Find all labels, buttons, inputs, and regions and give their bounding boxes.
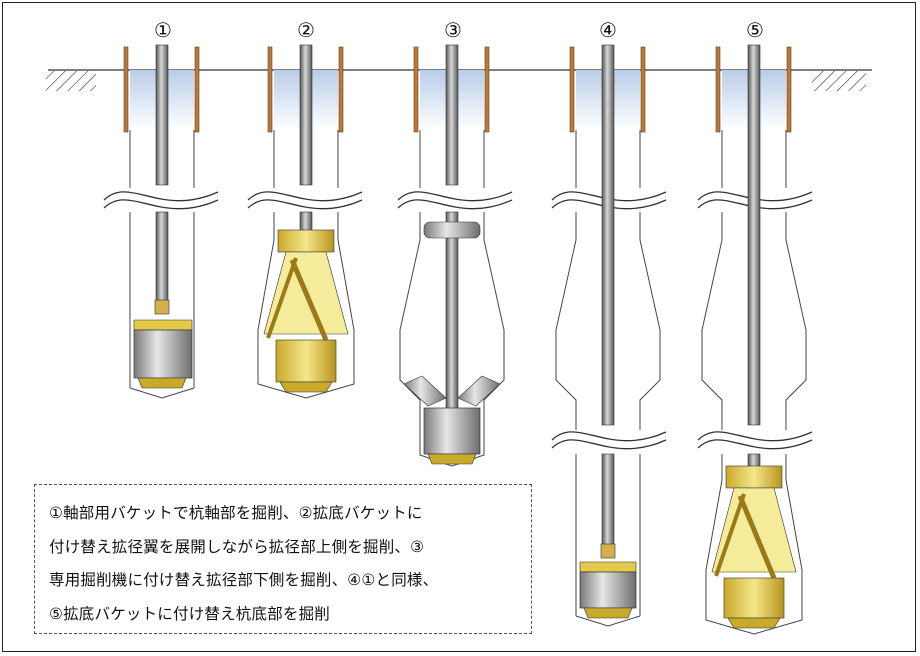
- break-line: [397, 191, 513, 202]
- bucket-teeth: [583, 607, 633, 619]
- ground-hatch-left: [46, 71, 96, 91]
- step-5-illustration: [697, 44, 813, 635]
- kelly-rod: [155, 44, 169, 186]
- casing-right: [338, 46, 344, 133]
- bucket-upper: [725, 465, 783, 489]
- cutter-arm-left: [403, 375, 447, 407]
- ground-hatch-right: [812, 71, 866, 91]
- bucket-teeth: [727, 617, 781, 629]
- break-line: [551, 199, 667, 210]
- bucket: [133, 329, 193, 379]
- kelly-rod: [299, 44, 313, 186]
- borehole-enlarged: [399, 212, 505, 467]
- casing-right: [640, 46, 646, 133]
- borehole-bottom: [129, 387, 195, 399]
- bucket: [579, 571, 637, 609]
- step-number-2: ②: [297, 18, 315, 42]
- caption-line-2: 付け替え拡径翼を展開しながら拡径部上側を掘削、③: [49, 537, 425, 556]
- casing-right: [194, 46, 200, 133]
- step-number-4: ④: [599, 18, 617, 42]
- borehole-enlarged: [555, 212, 577, 430]
- wing-arm: [266, 257, 298, 339]
- casing-left: [123, 46, 129, 133]
- kelly-rod: [601, 44, 615, 426]
- caption-line-1: ①軸部用バケットで杭軸部を掘削、②拡底バケットに: [49, 504, 423, 522]
- cutter-arm-right: [457, 375, 501, 407]
- caption-line-3: 専用掘削機に付け替え拡径部下側を掘削、④①と同様、: [49, 571, 439, 589]
- caption-line-4: ⑤拡底バケットに付け替え杭底部を掘削: [49, 604, 330, 623]
- borehole-bottom: [575, 615, 641, 627]
- casing-right: [484, 46, 490, 133]
- kelly-rod: [445, 211, 459, 413]
- step-2-illustration: [247, 44, 363, 399]
- wing-arm: [714, 493, 746, 577]
- kelly-rod: [299, 211, 313, 233]
- step-number-5: ⑤: [746, 18, 764, 42]
- bucket-teeth: [137, 377, 187, 389]
- break-line: [247, 191, 363, 202]
- step-4-illustration: [551, 44, 667, 627]
- break-line: [697, 199, 813, 210]
- bucket-top: [579, 561, 637, 573]
- borehole-enlarged: [639, 212, 661, 430]
- break-line: [551, 431, 667, 442]
- casing-left: [413, 46, 419, 133]
- borehole-enlarged: [257, 212, 355, 399]
- borehole-enlarged: [701, 212, 723, 430]
- step-3-illustration: [397, 44, 513, 467]
- borehole-enlarged-bottom: [705, 454, 803, 635]
- kelly-rod: [445, 44, 459, 186]
- break-line: [551, 191, 667, 202]
- step-1-illustration: [103, 44, 219, 399]
- wing-arm: [737, 495, 777, 579]
- kelly-rod: [747, 44, 761, 426]
- stabilizer: [423, 221, 481, 239]
- caption-box: ①軸部用バケットで杭軸部を掘削、②拡底バケットに 付け替え拡径翼を展開しながら拡…: [34, 484, 532, 634]
- step-number-1: ①: [154, 18, 172, 42]
- wing-arm: [289, 259, 329, 341]
- break-line: [397, 199, 513, 210]
- bucket: [423, 407, 481, 455]
- bucket-top: [133, 319, 193, 331]
- bucket-teeth: [279, 381, 333, 393]
- bucket-lower: [275, 339, 337, 383]
- rod-joint: [154, 299, 170, 315]
- break-line: [551, 439, 667, 450]
- borehole-enlarged: [785, 212, 807, 430]
- break-line: [103, 191, 219, 202]
- step-number-3: ③: [444, 18, 462, 42]
- bucket-lower: [723, 577, 785, 619]
- casing-left: [715, 46, 721, 133]
- casing-right: [786, 46, 792, 133]
- bucket-teeth: [427, 453, 477, 465]
- break-line: [247, 199, 363, 210]
- casing-left: [569, 46, 575, 133]
- break-line: [697, 431, 813, 442]
- casing-left: [267, 46, 273, 133]
- break-line: [697, 191, 813, 202]
- kelly-rod: [155, 211, 169, 308]
- rod-joint: [600, 543, 616, 559]
- break-line: [697, 439, 813, 450]
- bucket-upper: [277, 229, 335, 253]
- kelly-rod: [601, 453, 615, 551]
- break-line: [103, 199, 219, 210]
